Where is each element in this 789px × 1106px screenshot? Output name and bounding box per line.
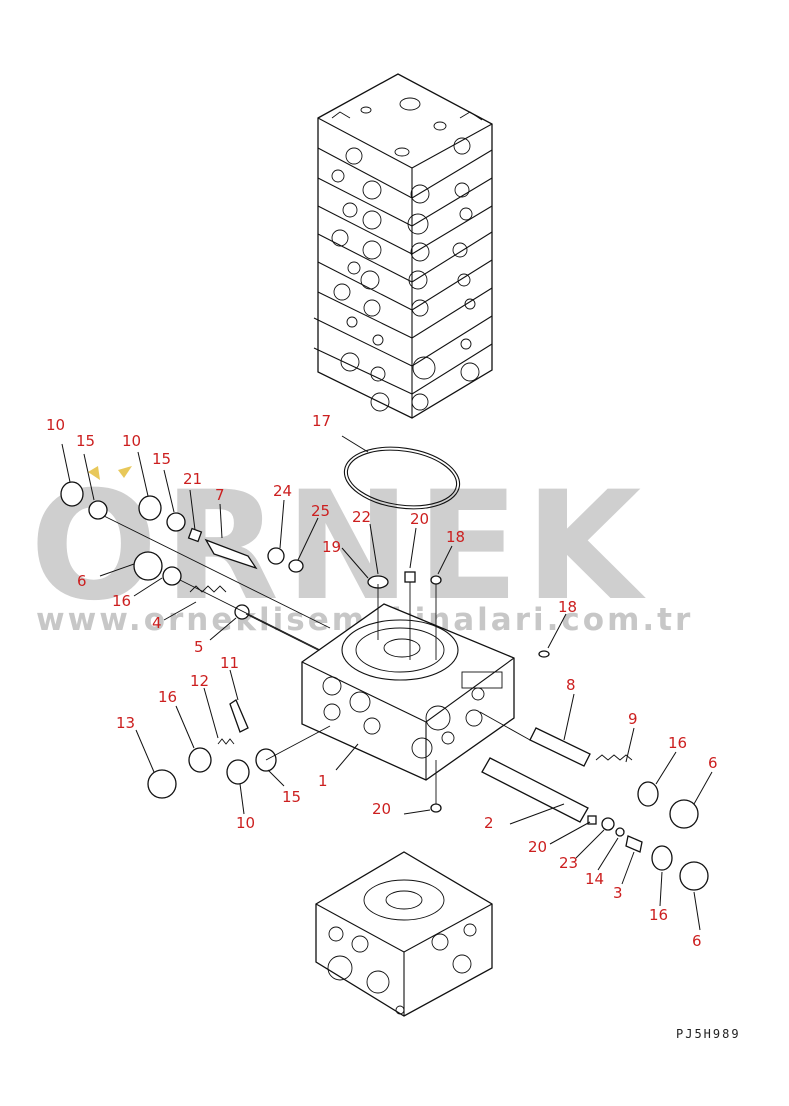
callout-label: 9 [628, 710, 638, 728]
callout-label: 14 [585, 870, 604, 888]
callout-label: 6 [692, 932, 702, 950]
drawing-code: PJ5H989 [676, 1027, 741, 1041]
watermark-brand: ORNEK [30, 460, 647, 634]
callout-label: 5 [194, 638, 204, 656]
callout-label: 8 [566, 676, 576, 694]
callout-label: 11 [220, 654, 239, 672]
valve-stack-assembly [313, 73, 493, 419]
callout-label: 4 [152, 614, 162, 632]
lower-valve-section [315, 851, 493, 1017]
callout-label: 2 [484, 814, 494, 832]
callout-label: 23 [559, 854, 578, 872]
callout-label: 10 [46, 416, 65, 434]
callout-label: 19 [322, 538, 341, 556]
callout-label: 15 [152, 450, 171, 468]
callout-label: 15 [282, 788, 301, 806]
watermark: ORNEK www.orneklisemakinalari.com.tr [30, 460, 690, 638]
callout-label: 6 [77, 572, 87, 590]
callout-label: 17 [312, 412, 331, 430]
assembly-axis-lines [103, 515, 531, 804]
leader-lines [61, 435, 713, 931]
callout-label: 16 [649, 906, 668, 924]
callout-label: 3 [613, 884, 623, 902]
callout-label: 6 [708, 754, 718, 772]
callout-label: 10 [236, 814, 255, 832]
callout-label: 20 [410, 510, 429, 528]
callout-label: 18 [446, 528, 465, 546]
callout-label: 12 [190, 672, 209, 690]
callout-label: 1 [318, 772, 328, 790]
o-ring-large [343, 446, 461, 510]
center-valve-block [301, 603, 515, 781]
callout-label: 16 [158, 688, 177, 706]
callout-label: 20 [372, 800, 391, 818]
callout-label: 18 [558, 598, 577, 616]
callout-labels: 10 15 10 15 21 7 24 25 17 22 20 18 19 6 … [46, 412, 718, 950]
callout-label: 24 [273, 482, 292, 500]
callout-label: 15 [76, 432, 95, 450]
callout-label: 25 [311, 502, 330, 520]
callout-label: 13 [116, 714, 135, 732]
callout-label: 22 [352, 508, 371, 526]
watermark-accent [118, 466, 132, 478]
callout-label: 10 [122, 432, 141, 450]
callout-label: 16 [112, 592, 131, 610]
callout-label: 21 [183, 470, 202, 488]
watermark-accent [88, 466, 100, 480]
callout-label: 7 [215, 486, 225, 504]
callout-label: 20 [528, 838, 547, 856]
callout-label: 16 [668, 734, 687, 752]
